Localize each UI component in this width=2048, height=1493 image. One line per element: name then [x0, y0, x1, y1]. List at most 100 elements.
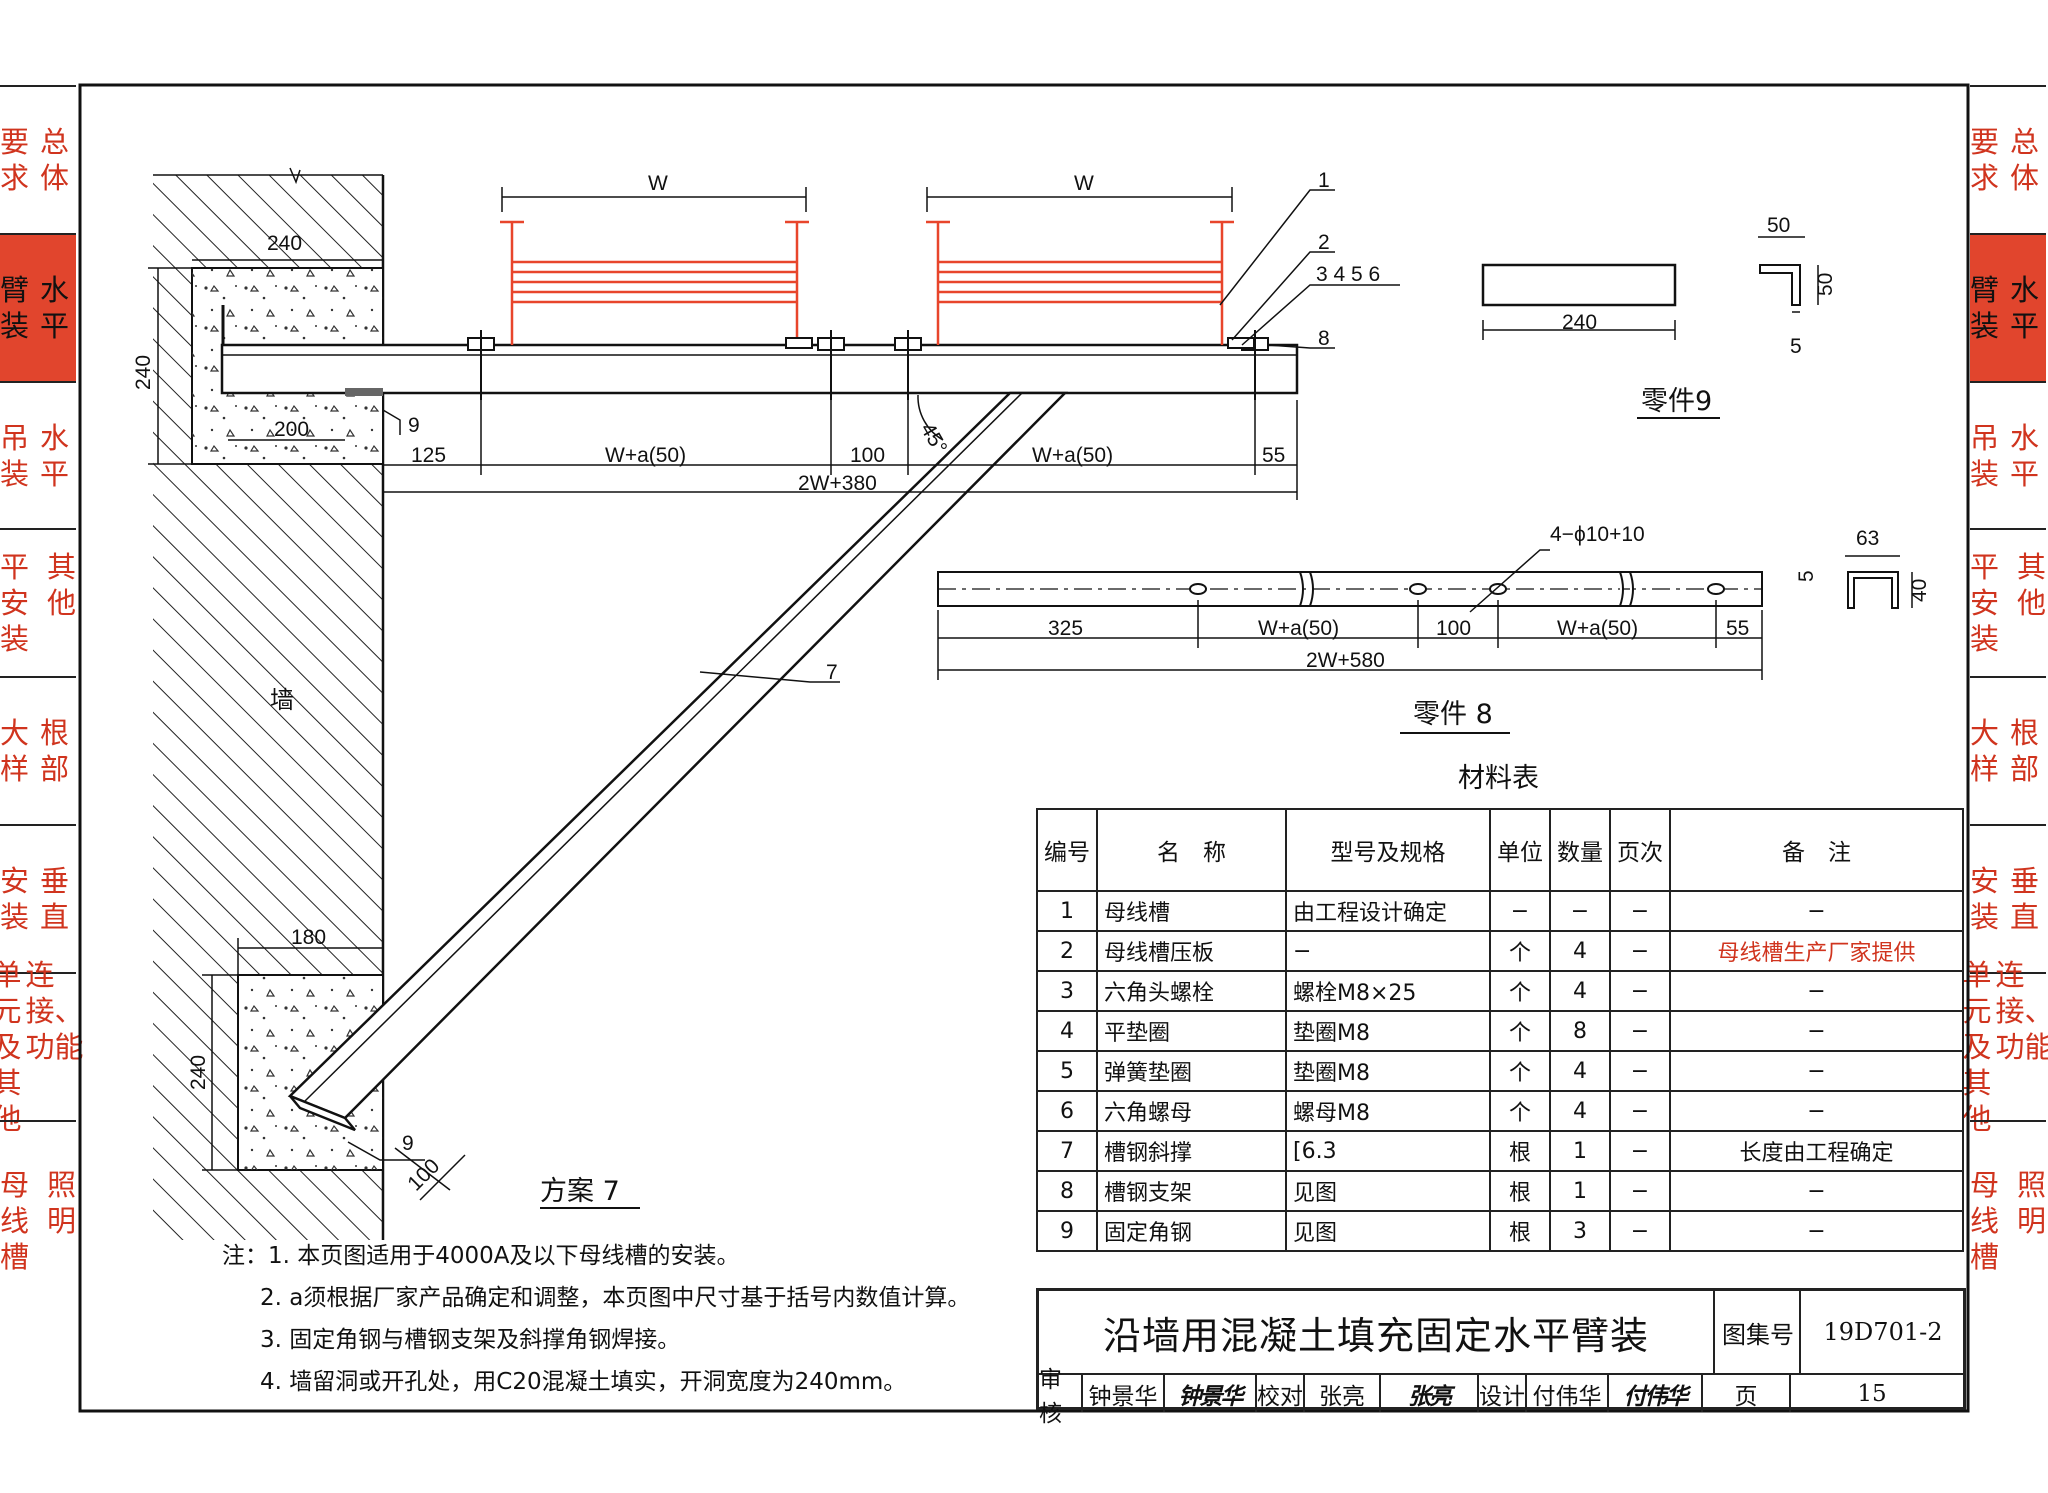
channel-support — [220, 343, 1299, 396]
part8-title: 零件 8 — [1413, 699, 1493, 730]
page-number: 15 — [1857, 1380, 1887, 1407]
side-tab-6[interactable]: 垂直安装 — [0, 824, 76, 972]
table-cell: 根 — [1489, 1130, 1551, 1172]
dim-55: 55 — [1262, 444, 1285, 467]
side-tab-1[interactable]: 总体要求 — [0, 85, 76, 233]
dim-total: 2W+380 — [798, 472, 877, 495]
table-cell: 螺栓M8×25 — [1285, 970, 1491, 1012]
part8-325: 325 — [1048, 617, 1083, 640]
table-cell: − — [1669, 1050, 1964, 1092]
design-label: 设计 — [1479, 1375, 1527, 1412]
side-tab-text: 水平 — [2010, 420, 2040, 491]
table-cell: − — [1669, 1170, 1964, 1212]
side-tab-8[interactable]: 照明母线槽 — [0, 1120, 76, 1320]
part9-a: 50 — [1767, 214, 1790, 237]
designer-signature: 付伟华 — [1609, 1375, 1703, 1412]
dim-100: 100 — [850, 444, 885, 467]
side-tab-4[interactable]: 其他平安装 — [1970, 528, 2046, 676]
table-cell: − — [1609, 930, 1671, 972]
side-tab-text: 单元及其他 — [0, 958, 22, 1136]
table-cell: − — [1609, 1050, 1671, 1092]
header-name: 名 称 — [1096, 808, 1287, 892]
side-tab-text: 母线槽 — [0, 1168, 30, 1274]
side-tab-2[interactable]: 水平臂装 — [1970, 233, 2046, 381]
dim-180: 180 — [291, 926, 326, 949]
header-qty: 数量 — [1549, 808, 1611, 892]
side-tab-5[interactable]: 根部大样 — [1970, 676, 2046, 824]
side-tab-5[interactable]: 根部大样 — [0, 676, 76, 824]
side-tab-text: 大样 — [0, 716, 30, 786]
part9-drawing — [1481, 236, 1819, 340]
table-cell: 个 — [1489, 1090, 1551, 1132]
side-tab-4[interactable]: 其他平安装 — [0, 528, 76, 676]
table-cell: − — [1285, 930, 1491, 972]
table-cell: 螺母M8 — [1285, 1090, 1491, 1132]
side-tab-8[interactable]: 照明母线槽 — [1970, 1120, 2046, 1320]
dim-240-left: 240 — [132, 355, 155, 390]
table-cell: 根 — [1489, 1210, 1551, 1252]
table-cell: 根 — [1489, 1170, 1551, 1212]
reviewer-signature: 钟景华 — [1165, 1375, 1257, 1412]
side-tab-text: 吊装 — [1970, 420, 2000, 491]
table-cell: − — [1609, 890, 1671, 932]
side-tab-text: 根部 — [40, 716, 70, 786]
part9-title: 零件9 — [1641, 386, 1712, 417]
part8-5: 5 — [1795, 570, 1818, 582]
table-cell: 见图 — [1285, 1170, 1491, 1212]
table-cell: 母线槽 — [1096, 890, 1287, 932]
material-table-title: 材料表 — [1458, 763, 1539, 794]
side-tab-7[interactable]: 连接、功能单元及其他 — [0, 958, 84, 1136]
part8-drawing — [937, 571, 1899, 609]
side-tab-text: 安装 — [0, 864, 30, 934]
table-cell: − — [1609, 1130, 1671, 1172]
side-tab-6[interactable]: 垂直安装 — [1970, 824, 2046, 972]
table-cell: 六角螺母 — [1096, 1090, 1287, 1132]
table-cell: 弹簧垫圈 — [1096, 1050, 1287, 1092]
callout-3456: 3 4 5 6 — [1316, 263, 1380, 286]
side-tab-text: 连接、功能 — [1995, 958, 2048, 1064]
review-label: 审核 — [1039, 1367, 1083, 1427]
table-cell: 固定角钢 — [1096, 1210, 1287, 1252]
side-tab-1[interactable]: 总体要求 — [1970, 85, 2046, 233]
table-cell: − — [1669, 1210, 1964, 1252]
dim-240-top: 240 — [267, 232, 302, 255]
part9-len: 240 — [1562, 311, 1597, 334]
part8-dimensions — [937, 549, 1913, 680]
table-cell: 9 — [1036, 1210, 1098, 1252]
atlas-label: 图集号 — [1713, 1291, 1801, 1373]
table-cell: 5 — [1036, 1050, 1098, 1092]
side-tab-text: 水平 — [2010, 273, 2040, 343]
side-tab-text: 连接、功能 — [25, 958, 84, 1064]
signature-row: 审核 钟景华 钟景华 校对 张亮 张亮 设计 付伟华 付伟华 页 15 — [1039, 1367, 1963, 1427]
side-tab-text: 要求 — [0, 125, 30, 195]
check-label: 校对 — [1257, 1375, 1305, 1412]
side-tab-3[interactable]: 水平吊装 — [0, 381, 76, 528]
title-block: 沿墙用混凝土填充固定水平臂装 图集号 19D701-2 审核 钟景华 钟景华 校… — [1036, 1288, 1966, 1427]
table-cell: 8 — [1036, 1170, 1098, 1212]
table-cell: 4 — [1549, 930, 1611, 972]
side-tab-text: 总体 — [2010, 125, 2040, 195]
table-cell: − — [1669, 970, 1964, 1012]
callout-1: 1 — [1318, 169, 1330, 192]
side-tab-text: 平安装 — [1970, 550, 2000, 656]
table-cell: 个 — [1489, 930, 1551, 972]
side-tab-text: 垂直 — [2010, 864, 2040, 934]
side-tab-2[interactable]: 水平臂装 — [0, 233, 76, 381]
dim-angle: 45° — [916, 419, 952, 458]
material-table-header: 编号 名 称 型号及规格 单位 数量 页次 备 注 — [1036, 808, 1964, 892]
header-unit: 单位 — [1489, 808, 1551, 892]
side-tab-3[interactable]: 水平吊装 — [1970, 381, 2046, 528]
table-cell: − — [1669, 890, 1964, 932]
page-label: 页 — [1703, 1375, 1791, 1412]
table-cell: 2 — [1036, 930, 1098, 972]
part8-40: 40 — [1908, 579, 1931, 602]
